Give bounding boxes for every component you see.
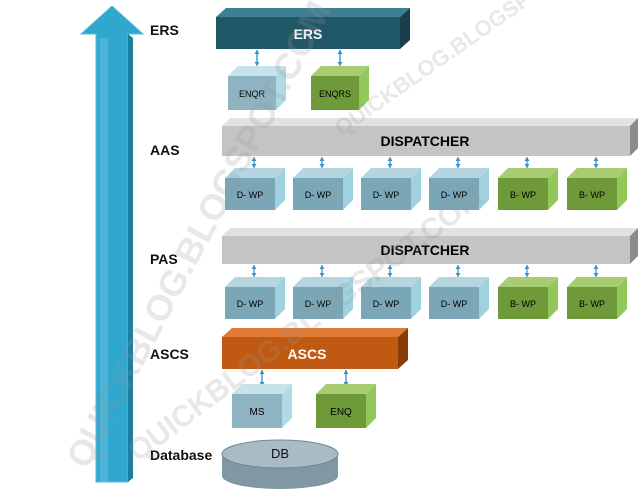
arrowhead-icon (259, 370, 265, 374)
work-process-box: D- WP (293, 168, 353, 210)
ers-box-label: ENQR (239, 89, 266, 99)
arrowhead-icon (319, 164, 325, 168)
arrowhead-icon (254, 50, 260, 54)
arrowhead-icon (251, 164, 257, 168)
work-process-box-label: D- WP (237, 190, 264, 200)
pas-dispatcher-label: DISPATCHER (381, 242, 470, 258)
arrowhead-icon (524, 273, 530, 277)
arrowhead-icon (319, 157, 325, 161)
ers-box-label: ENQRS (319, 89, 351, 99)
ascs-bar: ASCS (222, 328, 408, 369)
row-label-ers: ERS (150, 22, 179, 38)
ascs-box: MS (232, 384, 292, 428)
arrowhead-icon (455, 157, 461, 161)
pas-dispatcher-bar: DISPATCHER (222, 228, 638, 264)
work-process-box-label: B- WP (579, 299, 605, 309)
work-process-box-label: B- WP (510, 190, 536, 200)
work-process-box: B- WP (567, 277, 627, 319)
database-cylinder: DB (221, 439, 339, 489)
ers-box: ENQR (228, 66, 286, 110)
arrowhead-icon (319, 273, 325, 277)
work-process-box: D- WP (361, 277, 421, 319)
arrowhead-icon (251, 265, 257, 269)
connectors (256, 50, 341, 64)
work-process-box-label: D- WP (441, 299, 468, 309)
db-label: DB (271, 446, 289, 461)
arrowhead-icon (455, 265, 461, 269)
work-process-box: D- WP (429, 277, 489, 319)
ers-box: ENQRS (311, 66, 369, 110)
arrowhead-icon (387, 164, 393, 168)
arrowhead-icon (387, 157, 393, 161)
ers-bar-label: ERS (294, 26, 323, 42)
work-process-box: D- WP (293, 277, 353, 319)
arrowhead-icon (337, 62, 343, 66)
work-process-box: B- WP (498, 277, 558, 319)
arrowhead-icon (337, 50, 343, 54)
work-process-box-label: D- WP (305, 299, 332, 309)
arrowhead-icon (593, 157, 599, 161)
arrowhead-icon (593, 164, 599, 168)
work-process-box-label: D- WP (237, 299, 264, 309)
work-process-box-label: D- WP (373, 299, 400, 309)
arrowhead-icon (254, 62, 260, 66)
up-arrow-icon (79, 5, 145, 483)
arrowhead-icon (593, 265, 599, 269)
aas-dispatcher-bar: DISPATCHER (222, 118, 638, 156)
work-process-box-label: D- WP (441, 190, 468, 200)
work-process-box: D- WP (361, 168, 421, 210)
arrowhead-icon (455, 273, 461, 277)
row-label-database: Database (150, 447, 213, 463)
work-process-box: D- WP (429, 168, 489, 210)
work-process-box-label: D- WP (373, 190, 400, 200)
work-process-box-label: B- WP (510, 299, 536, 309)
work-process-box: B- WP (498, 168, 558, 210)
arrowhead-icon (593, 273, 599, 277)
work-process-box: D- WP (225, 168, 285, 210)
work-process-box-label: B- WP (579, 190, 605, 200)
row-label-ascs: ASCS (150, 346, 189, 362)
aas-dispatcher-label: DISPATCHER (381, 133, 470, 149)
arrowhead-icon (524, 164, 530, 168)
arrowhead-icon (319, 265, 325, 269)
row-label-pas: PAS (150, 251, 178, 267)
arrowhead-icon (251, 273, 257, 277)
arrowhead-icon (524, 265, 530, 269)
arrowhead-icon (251, 157, 257, 161)
ascs-box: ENQ (316, 384, 376, 428)
arrowhead-icon (455, 164, 461, 168)
row-label-aas: AAS (150, 142, 180, 158)
work-process-box: D- WP (225, 277, 285, 319)
arrowhead-icon (387, 273, 393, 277)
work-process-box: B- WP (567, 168, 627, 210)
ascs-box-label: ENQ (330, 407, 352, 418)
arrowhead-icon (343, 370, 349, 374)
ascs-bar-label: ASCS (288, 346, 327, 362)
arrowhead-icon (524, 157, 530, 161)
ers-bar: ERS (216, 8, 410, 49)
ascs-box-label: MS (250, 407, 265, 418)
arrowhead-icon (387, 265, 393, 269)
work-process-box-label: D- WP (305, 190, 332, 200)
